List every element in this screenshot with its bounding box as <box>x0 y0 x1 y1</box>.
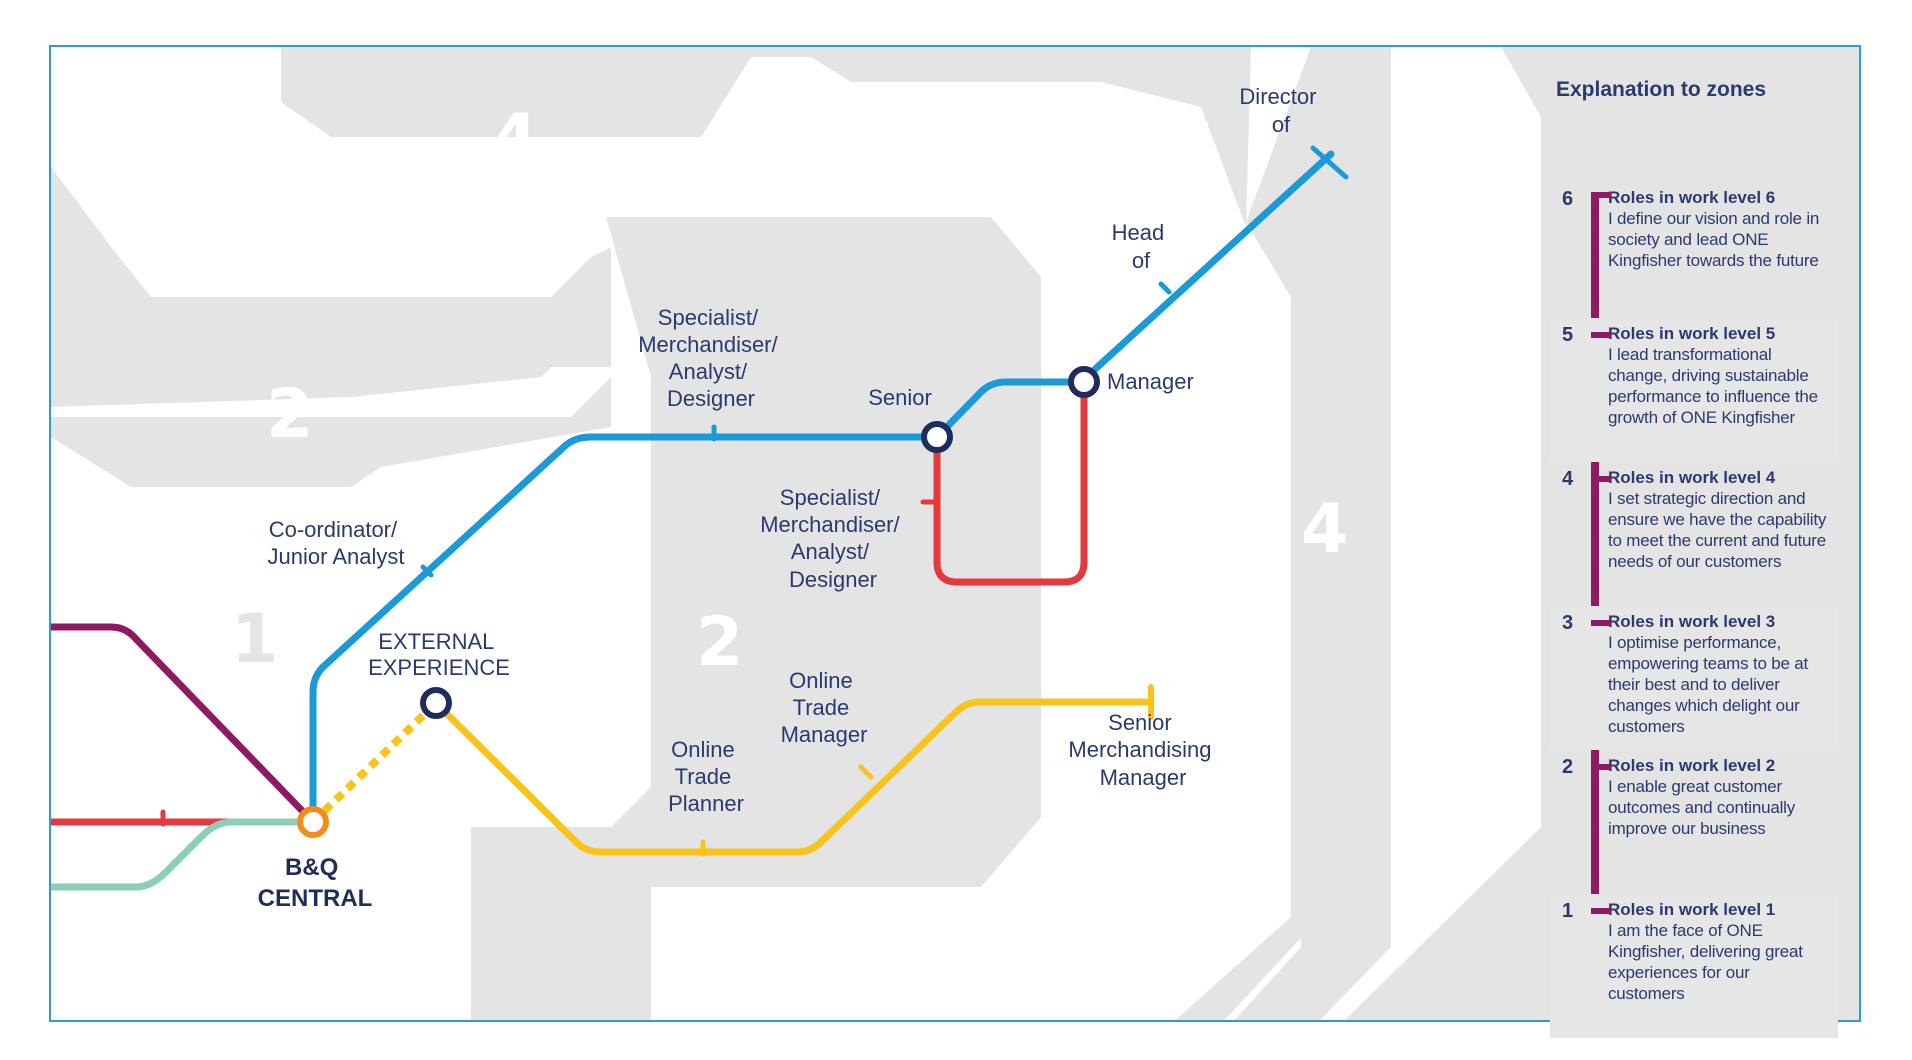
legend-level-6: 6 Roles in work level 6 I define our vis… <box>1550 182 1838 318</box>
legend-tick <box>1591 476 1611 482</box>
blue-tick-coordinator <box>420 564 434 578</box>
zone-band-2-center <box>471 217 1041 887</box>
legend-title: Explanation to zones <box>1556 78 1767 101</box>
teal-line <box>51 818 317 891</box>
zone-numbers: 4 3 4 3 2 1 2 3 3 4 5 6 <box>231 100 1528 924</box>
yellow-line <box>432 698 1155 856</box>
legend-level-heading: Roles in work level 1 <box>1608 900 1776 919</box>
blue-line <box>309 150 1335 826</box>
interchange-stations <box>297 366 1100 838</box>
legend-level-number: 4 <box>1562 468 1574 490</box>
legend-level-heading: Roles in work level 3 <box>1608 612 1776 631</box>
legend-level-description: I define our vision and role in society … <box>1608 209 1820 270</box>
legend-level-heading: Roles in work level 4 <box>1608 468 1776 487</box>
label-head-of: Head of <box>1112 220 1171 273</box>
legend-tick <box>1591 908 1611 914</box>
station-labels: B&Q CENTRAL EXTERNAL EXPERIENCE Co-ordin… <box>258 84 1322 912</box>
zone-band-2-left <box>51 377 611 487</box>
yellow-tick-manager <box>858 764 874 780</box>
label-director-of: Director of <box>1239 84 1322 137</box>
legend-level-description: I optimise performance, empowering teams… <box>1608 633 1809 736</box>
legend-tick <box>1591 620 1611 626</box>
red-loop <box>933 378 1088 586</box>
legend-level-5: 5 Roles in work level 5 I lead transform… <box>1550 318 1838 462</box>
zone-number: 3 <box>1041 845 1088 924</box>
label-specialist-blue: Specialist/ Merchandiser/ Analyst/ Desig… <box>638 305 784 411</box>
label-manager: Manager <box>1107 369 1194 394</box>
route-lines <box>51 145 1349 891</box>
legend-level-heading: Roles in work level 5 <box>1608 324 1776 343</box>
zone-number: 1 <box>231 600 278 679</box>
legend-level-number: 6 <box>1562 188 1574 210</box>
legend-level-3: 3 Roles in work level 3 I optimise perfo… <box>1550 606 1838 750</box>
label-senior-merchandising-manager: Senior Merchandising Manager <box>1068 710 1217 790</box>
legend-level-1: 1 Roles in work level 1 I am the face of… <box>1550 894 1838 1038</box>
label-bq-central: B&Q CENTRAL <box>258 854 373 912</box>
station-senior[interactable] <box>921 421 953 453</box>
legend-level-description: I lead transformational change, driving … <box>1608 345 1818 427</box>
zone-band-3-left <box>51 167 611 407</box>
zone-number: 4 <box>491 100 538 179</box>
legend-level-4: 4 Roles in work level 4 I set strategic … <box>1550 462 1838 606</box>
blue-end-director <box>1310 145 1349 180</box>
label-online-trade-planner: Online Trade Planner <box>668 737 744 816</box>
career-tube-map: 4 3 4 3 2 1 2 3 3 4 5 6 <box>51 47 1859 1020</box>
label-senior: Senior <box>868 385 932 410</box>
legend-tick <box>1591 192 1611 198</box>
legend-level-number: 5 <box>1562 324 1574 346</box>
legend-tick <box>1591 764 1611 770</box>
zone-number: 3 <box>891 110 938 189</box>
zone-band-3-bottom <box>471 217 1311 1020</box>
label-specialist-red: Specialist/ Merchandiser/ Analyst/ Desig… <box>760 485 906 592</box>
legend-level-2: 2 Roles in work level 2 I enable great c… <box>1550 750 1838 894</box>
zone-number: 4 <box>1171 110 1218 189</box>
legend-level-number: 3 <box>1562 612 1574 634</box>
label-external-experience: EXTERNAL EXPERIENCE <box>368 629 510 680</box>
station-manager[interactable] <box>1068 366 1100 398</box>
legend-tick <box>1591 332 1611 338</box>
station-external-experience[interactable] <box>420 687 452 719</box>
legend-level-number: 2 <box>1562 756 1574 778</box>
zone-band-4 <box>1234 47 1391 1020</box>
label-online-trade-manager: Online Trade Manager <box>781 668 868 747</box>
purple-line <box>51 623 317 826</box>
legend-level-number: 1 <box>1562 900 1574 922</box>
legend-zone-line <box>1591 194 1599 1017</box>
zone-number: 3 <box>1141 485 1188 564</box>
legend-level-heading: Roles in work level 6 <box>1608 188 1776 207</box>
legend-level-heading: Roles in work level 2 <box>1608 756 1776 775</box>
zone-number: 2 <box>266 375 313 454</box>
zone-band-6 <box>1345 47 1859 1020</box>
zone-band-4-top <box>281 47 1251 227</box>
zone-number: 2 <box>696 603 743 682</box>
external-dotted <box>310 700 439 825</box>
legend-level-description: I am the face of ONE Kingfisher, deliver… <box>1608 921 1803 1003</box>
legend-level-description: I enable great customer outcomes and con… <box>1608 777 1796 838</box>
label-coordinator: Co-ordinator/ Junior Analyst <box>268 517 405 569</box>
zone-legend: Explanation to zones 6 Roles in work lev… <box>1530 36 1838 1038</box>
blue-tick-head-of <box>1158 281 1172 295</box>
station-bq-central[interactable] <box>297 806 329 838</box>
diagram-frame: 4 3 4 3 2 1 2 3 3 4 5 6 <box>49 45 1861 1022</box>
zone-number: 4 <box>1301 490 1348 569</box>
zone-number: 5 <box>1391 490 1438 569</box>
zone-bands <box>51 47 1859 1020</box>
zone-number: 3 <box>266 210 313 289</box>
zone-number: 6 <box>1481 490 1528 569</box>
legend-level-description: I set strategic direction and ensure we … <box>1608 489 1827 571</box>
